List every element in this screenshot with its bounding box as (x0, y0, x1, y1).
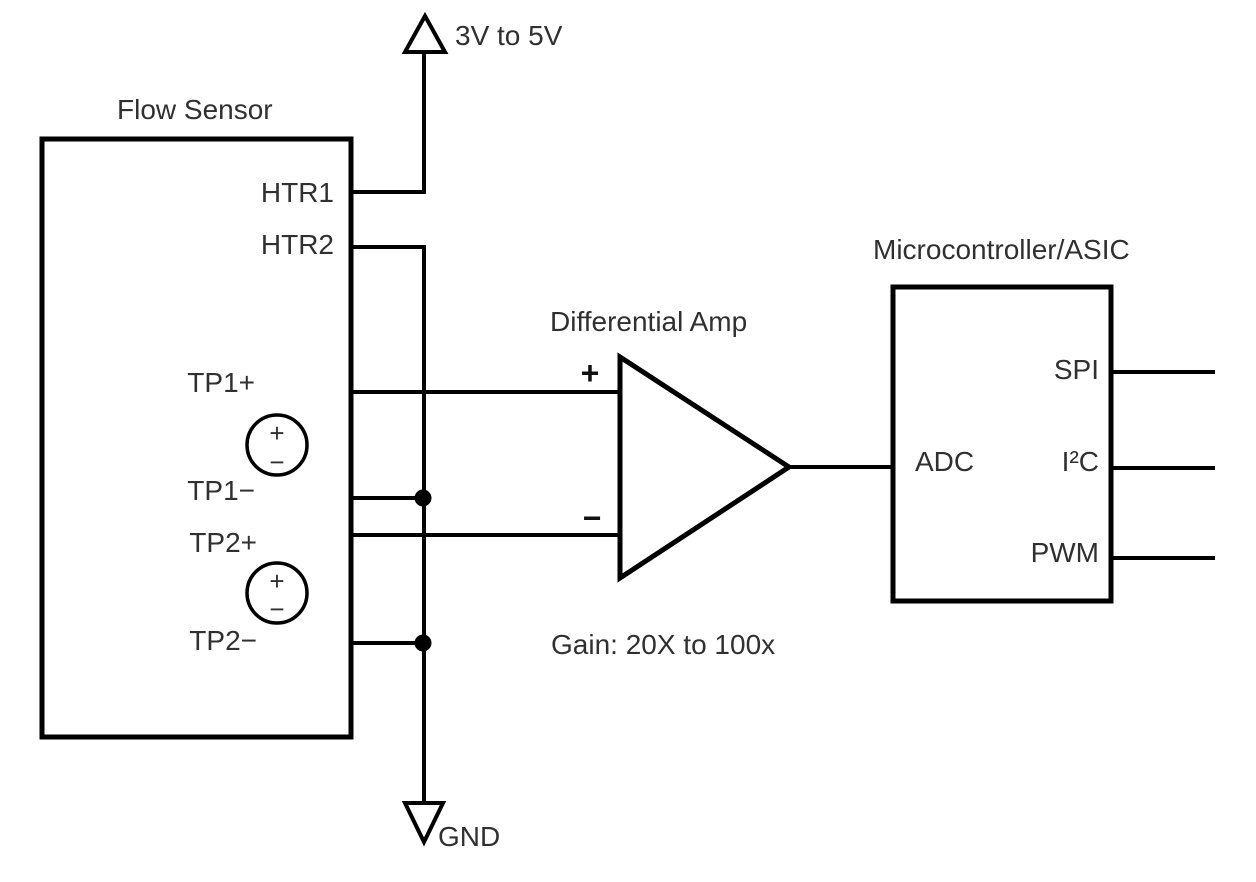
vcc-label: 3V to 5V (455, 20, 563, 51)
diff-amp-triangle-icon (617, 352, 794, 583)
mcu-title: Microcontroller/ASIC (873, 234, 1130, 265)
pin-label-htr2: HTR2 (261, 229, 334, 260)
pin-label-tp2-minus: TP2− (189, 625, 257, 656)
gnd-arrow-icon (401, 801, 447, 847)
mcu-adc-label: ADC (915, 446, 974, 477)
vcc-arrow-icon (401, 11, 449, 54)
wire-vcc-to-htr1 (351, 52, 426, 194)
source1-plus-sign: + (269, 418, 284, 448)
diff-amp-title: Differential Amp (550, 306, 747, 337)
mcu-spi-label: SPI (1054, 354, 1099, 385)
mcu-box (890, 284, 1114, 604)
mcu-i2c-label: I²C (1062, 446, 1099, 477)
pin-label-tp1-plus: TP1+ (187, 367, 255, 398)
flow-sensor-title: Flow Sensor (117, 94, 273, 125)
voltage-source-1-icon (245, 413, 309, 477)
pin-label-tp1-minus: TP1− (187, 475, 255, 506)
pin-label-tp2-plus: TP2+ (189, 527, 257, 558)
source1-minus-sign: − (269, 447, 284, 477)
pin-label-htr1: HTR1 (261, 177, 334, 208)
source2-minus-sign: − (269, 594, 284, 624)
source2-plus-sign: + (269, 566, 284, 596)
wire-htr2-to-gnd (351, 245, 426, 803)
mcu-pwm-label: PWM (1031, 537, 1099, 568)
junction-dot-tp1-minus (414, 489, 432, 507)
voltage-source-2-icon (245, 561, 309, 625)
amp-plus-input-sign: + (581, 355, 600, 391)
junction-dot-tp2-minus (414, 634, 432, 652)
gain-note: Gain: 20X to 100x (551, 629, 775, 660)
amp-minus-input-sign: − (583, 500, 602, 536)
gnd-label: GND (438, 821, 500, 852)
